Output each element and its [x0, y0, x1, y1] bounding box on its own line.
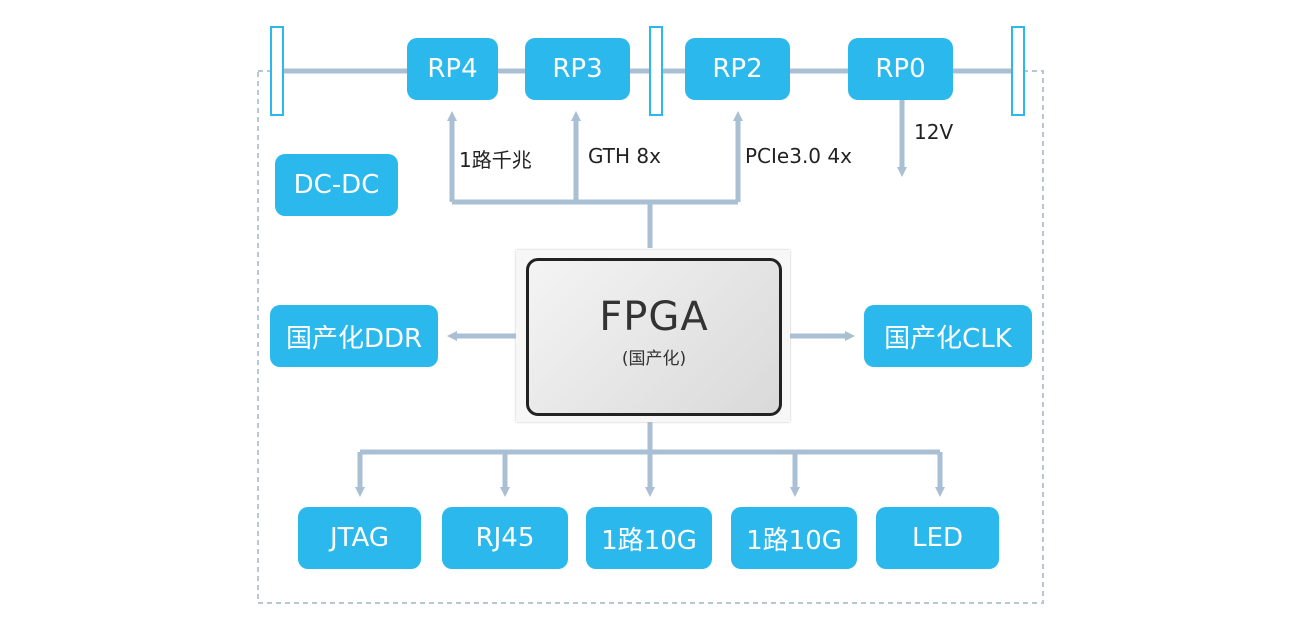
rp4-box: RP4	[407, 38, 498, 100]
10g-box-a: 1路10G	[586, 507, 712, 569]
10g-box-b: 1路10G	[731, 507, 857, 569]
fpga-subtitle: (国产化)	[621, 348, 687, 369]
label-12v: 12V	[914, 120, 954, 144]
fpga-title: FPGA	[599, 293, 709, 340]
rj45-box: RJ45	[442, 507, 568, 569]
led-box: LED	[876, 507, 999, 569]
fpga-die: FPGA (国产化)	[526, 258, 782, 416]
ddr-box: 国产化DDR	[270, 305, 438, 367]
dcdc-box: DC-DC	[275, 154, 398, 216]
rp2-box: RP2	[685, 38, 790, 100]
backplane-connector-mid	[649, 26, 663, 116]
board-outline	[257, 70, 1044, 604]
fpga-chip: FPGA (国产化)	[516, 250, 790, 422]
label-pcie: PCIe3.0 4x	[745, 144, 852, 168]
label-gth: GTH 8x	[588, 144, 661, 168]
label-gigabit: 1路千兆	[459, 148, 532, 172]
backplane-connector-left	[270, 26, 284, 116]
clk-box: 国产化CLK	[864, 305, 1032, 367]
jtag-box: JTAG	[298, 507, 421, 569]
backplane-connector-right	[1011, 26, 1025, 116]
rp0-box: RP0	[848, 38, 953, 100]
rp3-box: RP3	[525, 38, 630, 100]
